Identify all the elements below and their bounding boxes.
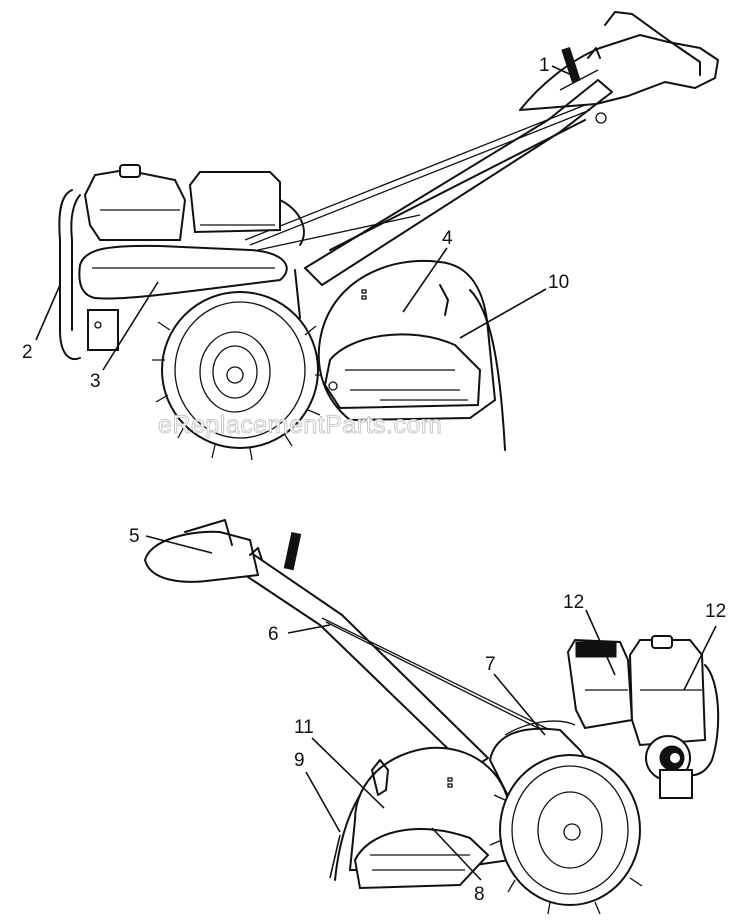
callout-label: 11 [294, 717, 314, 738]
watermark-text: eReplacementParts.com [158, 411, 442, 439]
callout-1: 1 [539, 55, 579, 79]
callout-label: 10 [548, 272, 569, 293]
lower-engine [566, 635, 720, 799]
callout-10: 10 [459, 272, 569, 339]
callout-label: 9 [294, 750, 305, 771]
lower-handle [143, 519, 563, 771]
lower-tine-hood [334, 746, 511, 890]
upper-handle [244, 11, 719, 286]
upper-engine [83, 164, 305, 246]
upper-belt-cover [78, 244, 301, 319]
callout-label: 12 [705, 601, 726, 622]
callout-label: 8 [474, 884, 485, 905]
callout-3: 3 [90, 281, 159, 392]
callout-label: 7 [485, 654, 496, 675]
callout-11: 11 [294, 717, 385, 809]
callout-label: 3 [90, 371, 101, 392]
callout-label: 4 [442, 228, 453, 249]
callouts: 1 2 3 4 10 5 6 7 [22, 55, 726, 905]
callout-label: 12 [563, 592, 584, 613]
callout-7: 7 [485, 654, 546, 736]
upper-front-bumper [58, 189, 119, 360]
callout-label: 1 [539, 55, 550, 76]
upper-tiller-view [58, 11, 719, 461]
callout-6: 6 [268, 624, 331, 645]
callout-label: 6 [268, 624, 279, 645]
lower-tiller-view [143, 519, 720, 915]
callout-12-a: 12 [563, 592, 616, 676]
callout-8: 8 [431, 827, 485, 905]
callout-9: 9 [294, 750, 341, 879]
callout-5: 5 [129, 526, 213, 554]
callout-label: 2 [22, 342, 33, 363]
upper-tine-hood [317, 259, 506, 451]
callout-label: 5 [129, 526, 140, 547]
callout-4: 4 [402, 228, 453, 313]
lower-wheel [489, 754, 643, 915]
upper-wheel [152, 291, 328, 461]
callout-12-b: 12 [683, 601, 726, 691]
callout-2: 2 [22, 284, 61, 363]
